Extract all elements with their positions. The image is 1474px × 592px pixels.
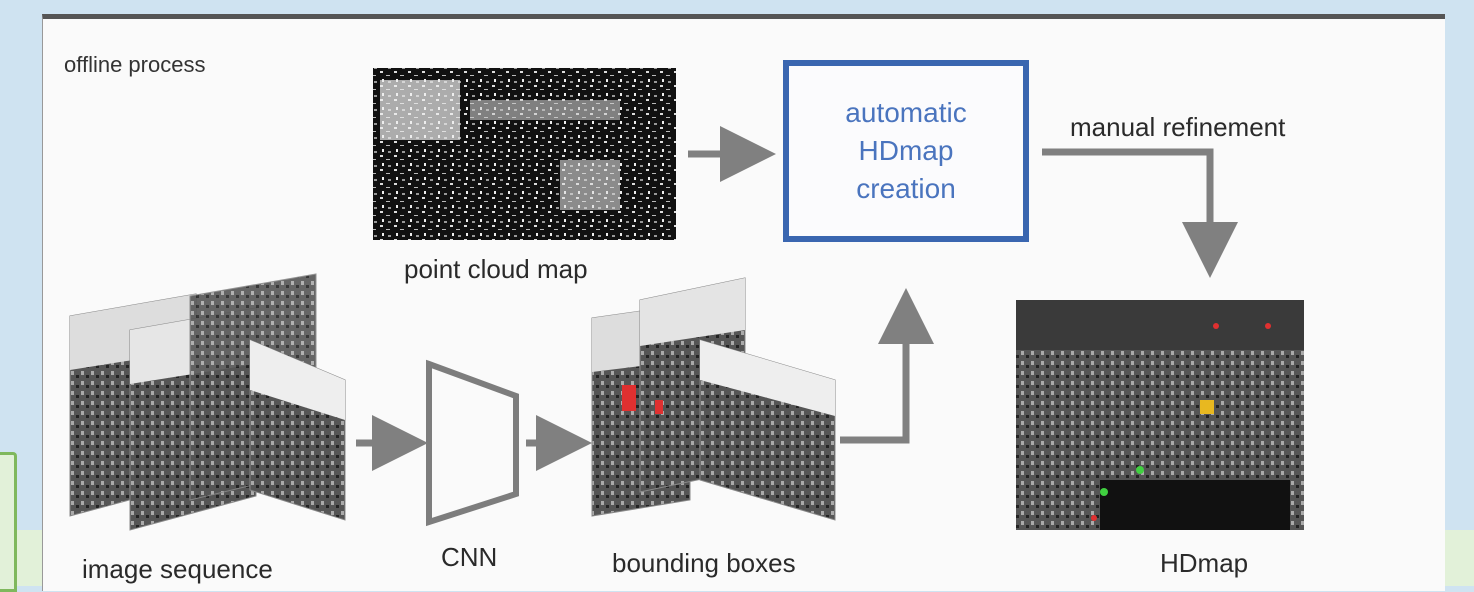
automatic-hdmap-creation-box: automatic HDmap creation <box>783 60 1029 242</box>
hdmap-image <box>1016 300 1304 530</box>
box-line-2: HDmap <box>858 135 954 166</box>
box-line-3: creation <box>856 173 956 204</box>
bounding-boxes-frames <box>591 277 836 521</box>
image-sequence-frames <box>69 273 346 531</box>
image-sequence-label: image sequence <box>82 554 273 584</box>
cnn-label: CNN <box>441 542 498 572</box>
box-line-1: automatic <box>845 97 967 128</box>
cnn-shape <box>426 359 519 527</box>
point-cloud-map-label: point cloud map <box>404 254 588 284</box>
arrows <box>356 126 1238 471</box>
offline-process-label: offline process <box>64 52 206 77</box>
point-cloud-map-image <box>373 68 676 240</box>
manual-refinement-label: manual refinement <box>1070 112 1286 142</box>
bounding-boxes-label: bounding boxes <box>612 548 796 578</box>
hdmap-label: HDmap <box>1160 548 1249 578</box>
